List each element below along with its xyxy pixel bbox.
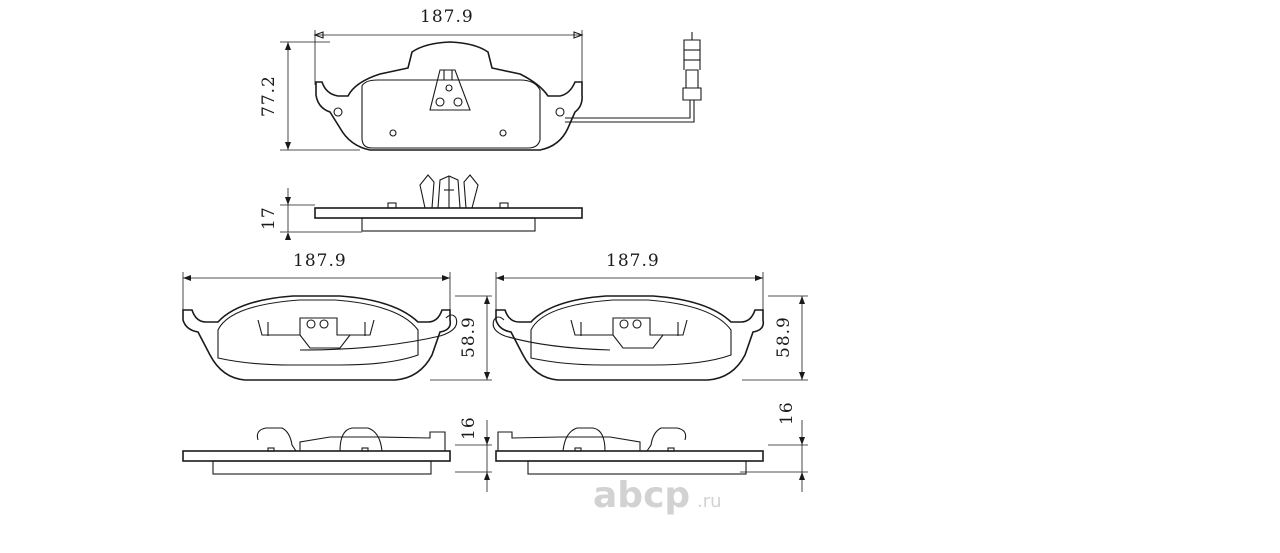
right-width-label: 187.9	[606, 251, 660, 271]
left-height-label: 58.9	[459, 316, 479, 358]
top-width-label: 187.9	[420, 7, 474, 27]
right-pad-side-view: 16	[495, 401, 808, 492]
right-pad-front-view: 187.9 58.9	[492, 251, 808, 381]
left-pad-front-view: 187.9 58.9	[182, 251, 492, 381]
watermark-brand: abcp	[593, 475, 690, 516]
abcp-watermark-logo: abcp .ru	[593, 475, 722, 516]
top-pad-side-view: 17	[259, 174, 583, 240]
top-thickness-label: 17	[259, 206, 279, 230]
left-thickness-label: 16	[459, 416, 479, 440]
right-thickness-label: 16	[777, 401, 797, 425]
left-width-label: 187.9	[293, 251, 347, 271]
watermark-suffix: .ru	[697, 491, 722, 512]
right-height-label: 58.9	[774, 316, 794, 358]
top-pad-front-view: 187.9 77.2	[259, 7, 702, 151]
top-height-label: 77.2	[259, 75, 279, 117]
left-pad-side-view: 16	[182, 416, 492, 492]
